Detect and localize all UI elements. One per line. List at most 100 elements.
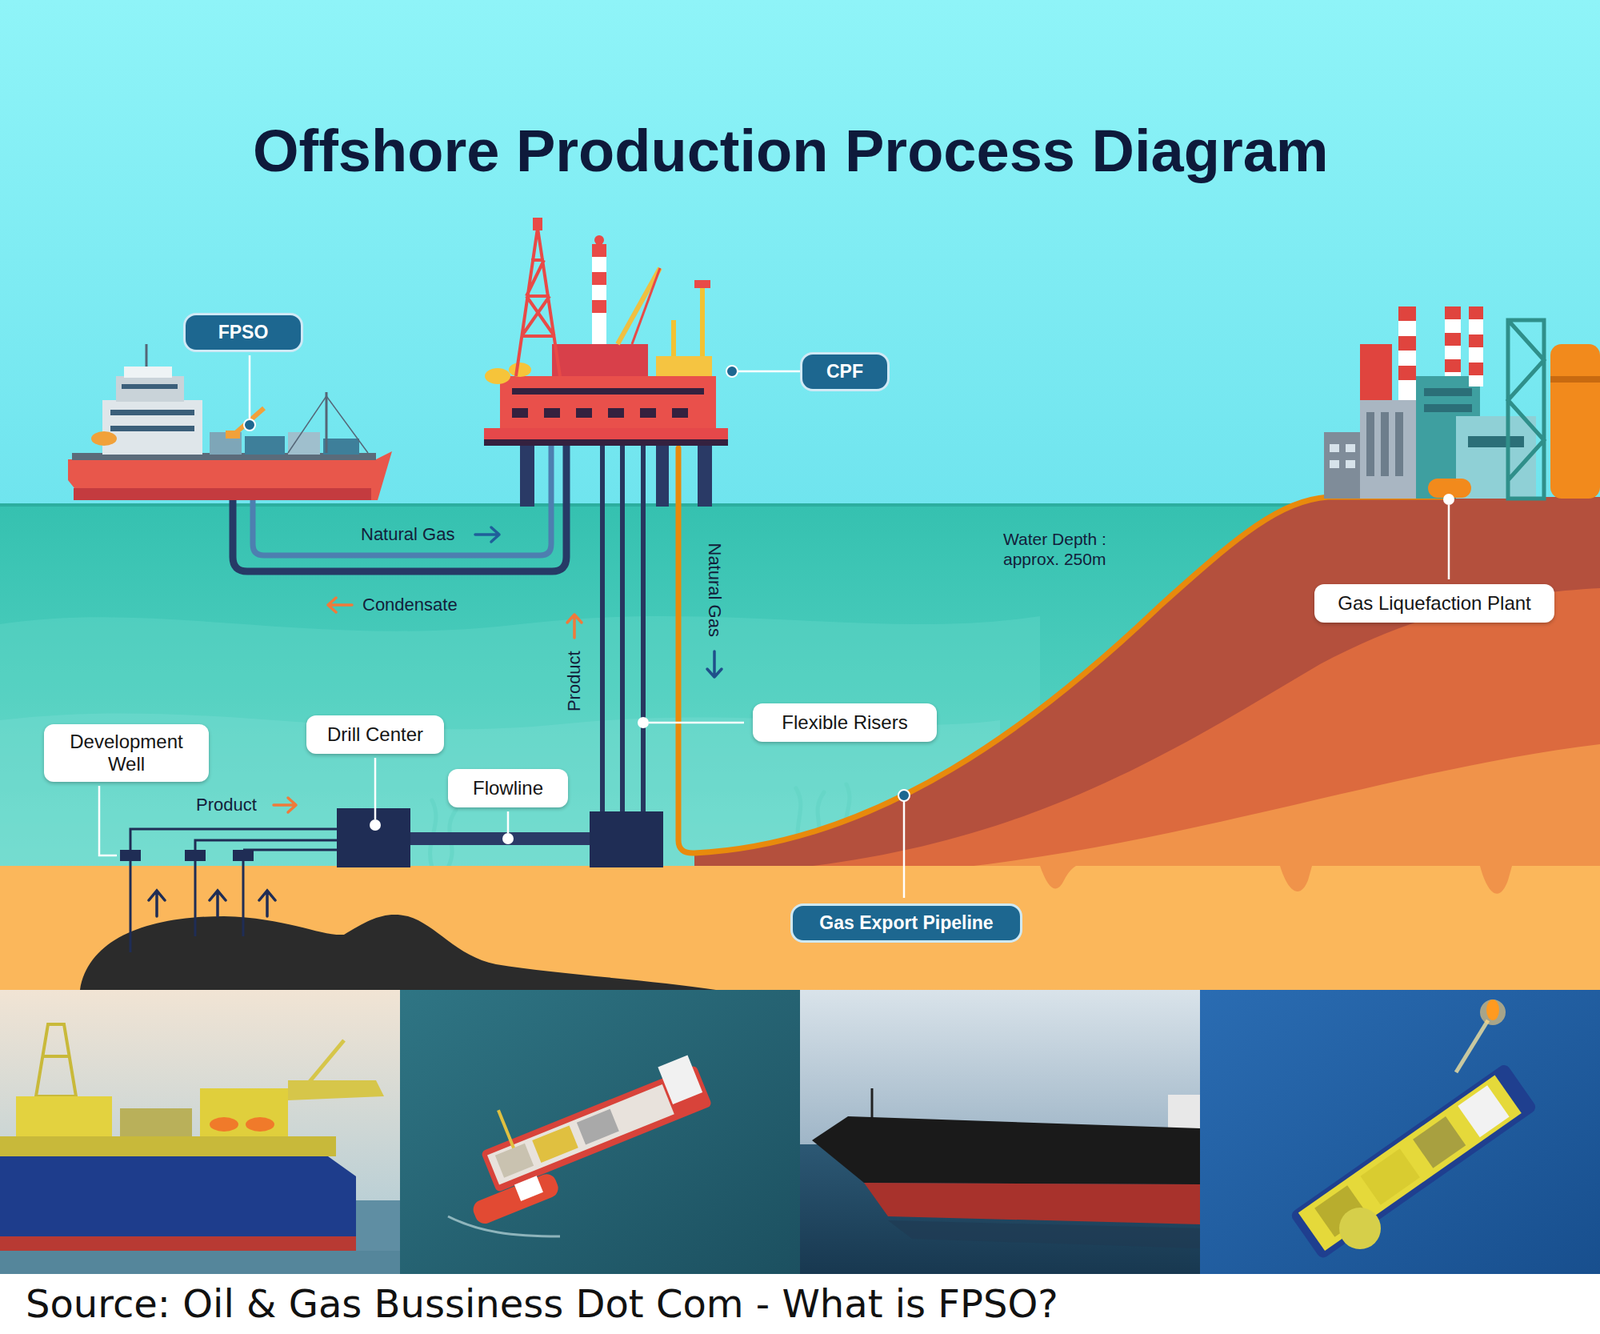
fpso-ship-part [110,409,195,416]
gas-liquefaction-plant-part [1345,444,1356,452]
subsea-equipment-part [410,832,590,845]
cpf-platform-part [671,320,676,356]
photo-tanker-part [864,1182,1200,1224]
photo-fpso-2-part-part [487,1084,675,1184]
subsea-equipment-part [130,860,244,952]
land-hill-part [960,744,1600,868]
sky-background [0,0,1600,512]
seabed-part [1480,865,1512,894]
leader-lines [99,355,1449,898]
gas-liquefaction-plant-part [1398,365,1416,380]
photo-fpso-1-part [36,1024,76,1096]
flow-arrows-part [273,797,296,812]
fpso-ship [68,344,392,500]
fpso-ship-part [110,425,195,432]
seabed-part [1280,865,1312,892]
photo-fpso-3-part [1486,999,1500,1020]
cpf-platform-part [512,408,528,418]
cpf-platform-part [592,244,607,257]
photo-fpso-2-part-part [514,1175,544,1201]
caption-bar [0,1273,1600,1334]
gas-liquefaction-plant-part [1508,320,1544,499]
gas-liquefaction-plant-part [1444,332,1461,346]
cpf-callout: CPF [800,352,890,392]
gas-liquefaction-plant-part [1329,444,1340,452]
fpso-ship-part [225,430,240,439]
photo-fpso-1-part [209,1116,239,1132]
photo-fpso-2-part-part [495,1143,534,1178]
flexible-risers [602,445,644,812]
subsea-equipment-part [232,849,254,861]
leader-lines-part [374,757,377,820]
flow-arrows [273,527,722,812]
callout-text: CPF [826,360,864,382]
subsea-equipment-part [589,811,664,868]
fpso-ship-part [323,438,360,455]
photo-fpso-1-part [0,1156,356,1236]
gas-export-pipeline [678,448,1449,853]
fpso-ship-part [288,432,320,455]
subsea-equipment-part [130,828,337,850]
flow-arrows-part [328,597,352,612]
land-hill-part [694,496,1600,868]
leader-lines-part [737,370,800,373]
cpf-platform-part [516,228,560,376]
cpf-platform-part [512,388,704,395]
flexible-risers-part [620,445,625,812]
gas-liquefaction-plant-part [1424,404,1472,412]
cpf-platform-part [544,408,560,418]
leader-lines-part [1448,504,1451,580]
photo-fpso-1-part [245,1116,275,1132]
photo-fpso-3-part-part [1289,1062,1538,1260]
sky-background-part [0,0,1600,512]
cpf-platform-part [532,217,543,231]
leader-dots-part [1443,493,1455,505]
cpf-platform-part [656,445,669,507]
subsea-equipment [120,808,664,952]
fpso-ship-part [68,451,392,500]
gas-liquefaction-plant-part [1380,412,1389,476]
gas-liquefaction-plant-part [1468,334,1484,348]
gas-liquefaction-plant-part [1398,306,1416,321]
land-hill [694,496,1600,868]
photo-fpso-1-part [16,1096,112,1136]
photo-fpso-2-part [448,1216,560,1236]
cpf-platform-part [508,362,532,377]
photo-fpso-1-part [0,1236,356,1251]
flow-arrows-part [707,651,722,677]
fpso-ship-part [326,396,368,453]
photo-fpso-1-part [200,1088,288,1136]
photo-fpso-1-part [0,1250,400,1274]
photo-fpso-2-part [468,1035,712,1193]
fpso-ship-part [288,396,327,453]
photo-fpso-3-part [1456,1020,1488,1072]
photo-fpso-2-part [469,1169,561,1227]
gas-liquefaction-plant-part [1550,344,1600,499]
photo-fpso-1-part [0,989,400,1274]
gas-export-pipeline-part [678,448,1449,853]
gas-liquefaction-plant-part [1468,306,1484,320]
callout-text: Drill Center [327,723,424,746]
leader-lines-part [99,785,117,856]
photo-tanker [800,989,1200,1274]
diagram-title: Offshore Production Process Diagram [252,116,1329,185]
plant-callout: Gas Liquefaction Plant [1314,584,1555,623]
gas-liquefaction-plant [1324,306,1600,499]
leader-lines-part [903,800,906,898]
gas-liquefaction-plant-part [1468,362,1484,376]
cpf-platform-part [640,408,656,418]
depth-note: Water Depth : approx. 250m [1003,528,1132,569]
fpso-ship-part [244,419,256,431]
subsea-equipment-part [184,849,206,861]
flowline-callout: Flowline [448,768,568,808]
photo-fpso-2 [400,989,800,1274]
cpf-platform-part [617,268,660,344]
photo-fpso-1-part [120,1108,192,1136]
fpso-ship-part [121,384,178,389]
photo-fpso-3-part [1289,1062,1538,1260]
cpf-platform-part [697,445,712,507]
subsea-equipment-part [336,808,411,868]
photo-fpso-1-part [0,1136,336,1156]
fpso-ship-part [91,431,117,446]
photo-fpso-3-part [1480,999,1506,1025]
